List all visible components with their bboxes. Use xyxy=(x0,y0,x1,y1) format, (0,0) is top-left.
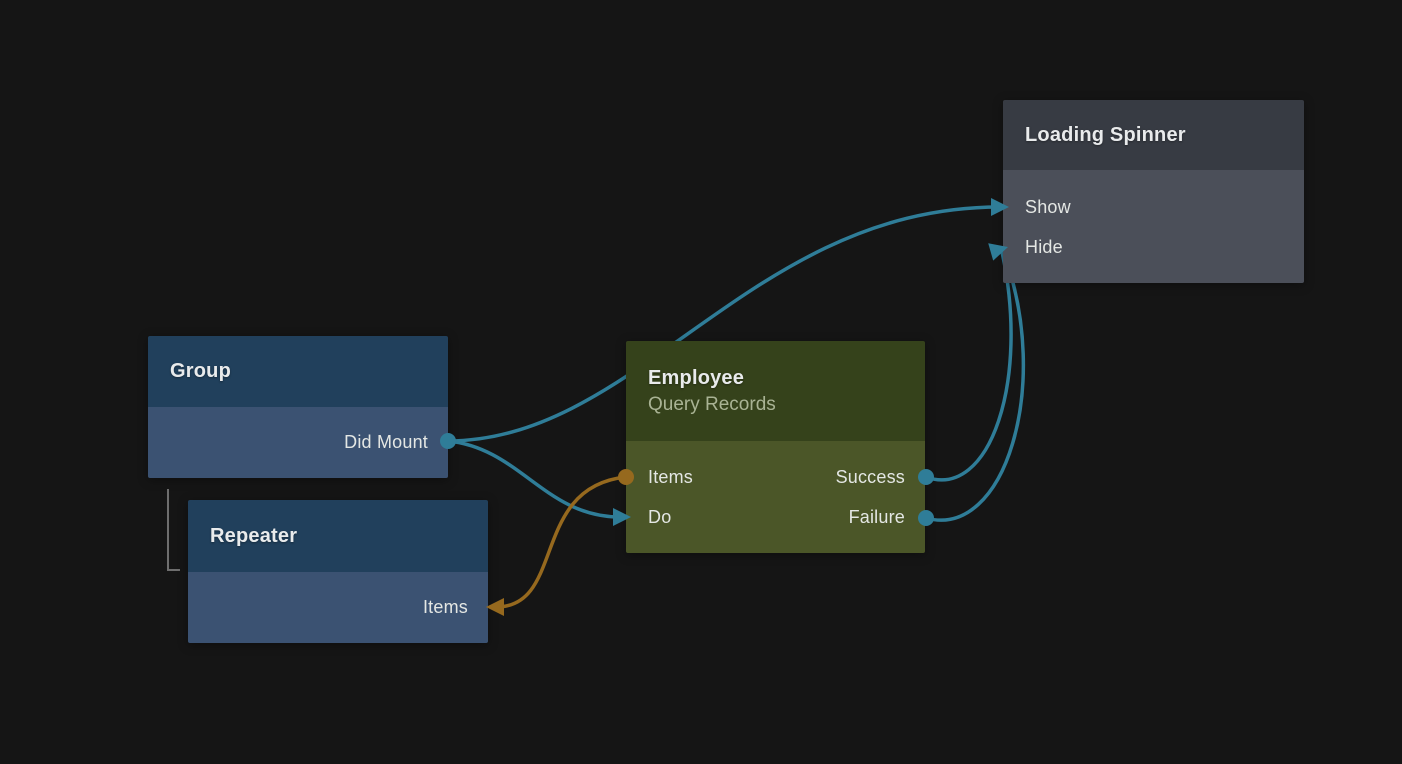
node-group-body: Did Mount xyxy=(148,407,448,478)
port-row: Do Failure xyxy=(626,497,925,537)
port-spinner-hide[interactable]: Hide xyxy=(1025,236,1063,257)
node-group[interactable]: Group Did Mount xyxy=(148,336,448,478)
node-employee-header[interactable]: Employee Query Records xyxy=(626,341,925,441)
node-loading-spinner[interactable]: Loading Spinner Show Hide xyxy=(1003,100,1304,283)
port-group-did-mount-label: Did Mount xyxy=(344,432,428,452)
node-repeater-title: Repeater xyxy=(210,524,298,547)
edge-items-items[interactable] xyxy=(494,475,628,609)
edge-failure-hide[interactable] xyxy=(924,252,1026,522)
edge-didmount-do[interactable] xyxy=(446,439,622,519)
node-employee-title: Employee xyxy=(648,366,745,389)
hierarchy-connector-group-repeater xyxy=(167,489,180,571)
node-employee[interactable]: Employee Query Records Items Success Do … xyxy=(626,341,925,553)
port-row: Hide xyxy=(1003,227,1304,267)
node-loading-spinner-title: Loading Spinner xyxy=(1025,123,1186,146)
node-repeater[interactable]: Repeater Items xyxy=(188,500,488,643)
node-repeater-header[interactable]: Repeater xyxy=(188,500,488,572)
port-spinner-show[interactable]: Show xyxy=(1025,196,1071,217)
node-repeater-body: Items xyxy=(188,572,488,643)
arrowhead-repeater-items[interactable] xyxy=(486,598,504,616)
edge-success-hide[interactable] xyxy=(924,250,1013,482)
port-employee-do[interactable]: Do xyxy=(648,506,672,527)
edge-didmount-show[interactable] xyxy=(446,205,1002,443)
node-group-title: Group xyxy=(170,360,231,382)
port-employee-items[interactable]: Items xyxy=(648,466,694,487)
port-repeater-items-label: Items xyxy=(422,597,468,617)
arrowhead-show[interactable] xyxy=(991,198,1009,216)
arrowhead-do[interactable] xyxy=(613,508,631,526)
port-repeater-items[interactable]: Items xyxy=(188,572,488,643)
port-row: Items Success xyxy=(626,457,925,497)
port-employee-failure[interactable]: Failure xyxy=(848,506,905,527)
node-loading-spinner-header[interactable]: Loading Spinner xyxy=(1003,100,1304,170)
arrowhead-hide[interactable] xyxy=(988,238,1010,261)
node-employee-body: Items Success Do Failure xyxy=(626,441,925,553)
node-loading-spinner-body: Show Hide xyxy=(1003,170,1304,283)
node-group-header[interactable]: Group xyxy=(148,336,448,407)
port-group-did-mount[interactable]: Did Mount xyxy=(148,407,448,478)
port-employee-success[interactable]: Success xyxy=(835,466,905,487)
node-employee-subtitle: Query Records xyxy=(648,393,776,415)
port-row: Show xyxy=(1003,187,1304,227)
